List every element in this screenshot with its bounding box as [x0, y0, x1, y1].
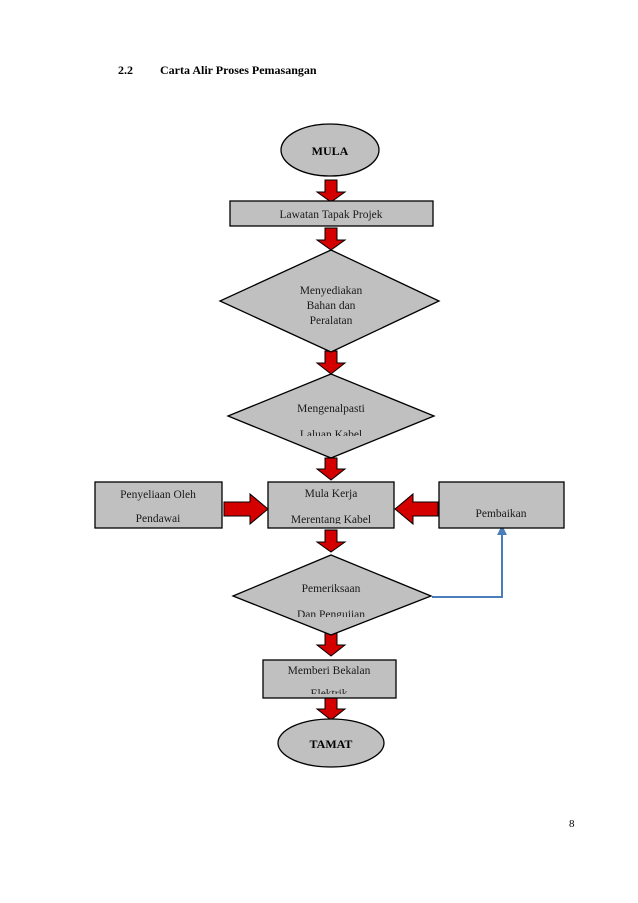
end-label: TAMAT — [310, 737, 353, 751]
step-site-visit: Lawatan Tapak Projek — [229, 200, 434, 227]
step-identify-route: Mengenalpasti Laluan Kabel — [226, 373, 436, 459]
supervision-line-2: Pendawai — [136, 513, 181, 525]
supervision-line-1: Penyeliaan Oleh — [120, 489, 196, 501]
step-prepare-line-3: Peralatan — [310, 315, 353, 327]
arrow-down-icon — [315, 179, 347, 203]
repair-box: Pembaikan — [438, 481, 565, 529]
section-heading: 2.2 Carta Alir Proses Pemasangan — [118, 63, 317, 78]
arrow-down-icon — [315, 632, 347, 657]
step-site-visit-label: Lawatan Tapak Projek — [279, 209, 382, 221]
loop-connector — [432, 525, 507, 598]
step-cabling-line-1: Mula Kerja — [305, 488, 358, 500]
supervision-box: Penyeliaan Oleh Pendawai — [94, 481, 223, 529]
repair-label: Pembaikan — [475, 508, 526, 520]
step-prepare-line-2: Bahan dan — [307, 300, 356, 312]
start-label: MULA — [312, 144, 349, 158]
step-inspection-line-2: Dan Pengujian — [297, 609, 365, 621]
start-node: MULA — [280, 123, 380, 177]
section-number: 2.2 — [118, 63, 133, 77]
step-cabling-line-2: Merentang Kabel — [291, 514, 371, 526]
arrow-left-icon — [394, 492, 439, 526]
section-title: Carta Alir Proses Pemasangan — [160, 63, 317, 77]
step-prepare-materials: Menyediakan Bahan dan Peralatan — [218, 249, 441, 353]
step-inspection: Pemeriksaan Dan Pengujian — [231, 554, 433, 636]
arrow-down-icon — [315, 457, 347, 481]
step-inspection-line-1: Pemeriksaan — [302, 583, 361, 595]
arrow-down-icon — [315, 697, 347, 721]
flow-arrows — [223, 179, 439, 721]
arrow-up-icon — [497, 525, 507, 535]
step-supply-power: Memberi Bekalan Elektrik — [262, 659, 397, 700]
step-start-cabling: Mula Kerja Merentang Kabel — [267, 481, 395, 529]
step-supply-line-2: Elektrik — [310, 688, 347, 700]
step-prepare-line-1: Menyediakan — [300, 285, 363, 297]
step-supply-line-1: Memberi Bekalan — [288, 665, 371, 677]
step-identify-line-1: Mengenalpasti — [297, 403, 365, 415]
step-identify-line-2: Laluan Kabel — [300, 429, 362, 441]
page-number: 8 — [569, 818, 575, 830]
end-node: TAMAT — [277, 718, 385, 768]
arrow-down-icon — [315, 227, 347, 251]
arrow-down-icon — [315, 529, 347, 553]
arrow-down-icon — [315, 350, 347, 375]
arrow-right-icon — [223, 492, 269, 526]
